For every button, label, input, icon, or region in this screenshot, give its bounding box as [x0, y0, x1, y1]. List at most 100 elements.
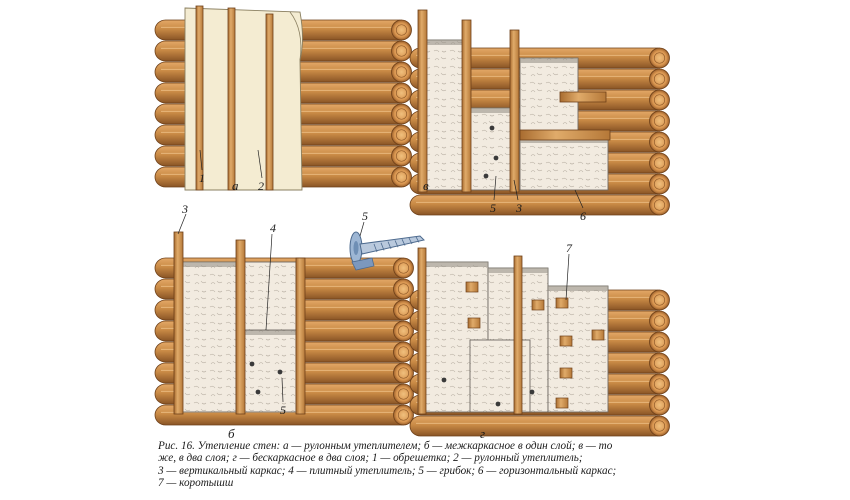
log-end — [649, 173, 670, 195]
stud — [513, 255, 523, 415]
label-1: 1 — [199, 171, 205, 185]
log-end — [393, 278, 414, 300]
log-end — [649, 152, 670, 174]
log-ring — [653, 399, 666, 411]
short-block — [465, 281, 479, 293]
log-end — [393, 320, 414, 342]
caption-line-1: Рис. 16. Утепление стен: а — рулонным ут… — [158, 440, 613, 452]
dowel-thread — [380, 242, 385, 251]
log-end — [391, 166, 412, 188]
leader-line — [281, 377, 284, 403]
log-ring — [397, 304, 410, 316]
log-ring — [653, 52, 666, 64]
log-ring — [653, 420, 666, 432]
dowel-head — [483, 173, 489, 179]
panel-v-two-layer-frame — [409, 9, 670, 216]
log-ring — [395, 24, 408, 36]
log-end — [391, 82, 412, 104]
leader-line — [199, 149, 203, 171]
board-top-edge — [548, 286, 608, 291]
label-panel-v: в — [423, 178, 429, 193]
log — [409, 415, 669, 437]
horizontal-frame — [519, 129, 611, 141]
log-ring — [653, 315, 666, 327]
stud — [235, 239, 246, 415]
dowel-head — [255, 389, 261, 395]
leader-lines — [177, 149, 584, 403]
log-end — [649, 331, 670, 353]
log-end — [649, 110, 670, 132]
roll-curl — [289, 11, 302, 61]
log-ring — [395, 129, 408, 141]
dowel-head — [529, 389, 535, 395]
label-panel-g: г — [480, 426, 486, 441]
label-3-b: 3 — [182, 202, 188, 216]
stud — [461, 19, 472, 193]
short-block — [555, 397, 569, 409]
short-block — [591, 329, 605, 341]
board-top-edge — [240, 330, 296, 335]
label-panel-a: а — [232, 178, 239, 193]
board-top-edge — [418, 40, 470, 45]
label-5-v: 5 — [490, 201, 496, 215]
label-4-b: 4 — [270, 221, 276, 235]
leader-line — [513, 179, 519, 201]
log-ring — [395, 45, 408, 57]
panel-b-single-layer-frame — [154, 231, 414, 426]
dowel-head — [249, 361, 255, 367]
short-block — [531, 299, 545, 311]
dowel-head — [495, 401, 501, 407]
log-end — [649, 415, 670, 437]
short-block — [559, 367, 573, 379]
dowel-thread — [387, 241, 392, 249]
dowel-cap-center — [353, 241, 359, 255]
caption-line-2: же, в два слоя; г — бескаркасное в два с… — [158, 452, 583, 465]
label-7-g: 7 — [566, 241, 572, 255]
stud — [227, 7, 236, 191]
dowel-thread — [401, 239, 406, 246]
log-ring — [653, 357, 666, 369]
log-ring — [397, 409, 410, 421]
label-2: 2 — [258, 179, 264, 193]
dowel-head — [277, 369, 283, 375]
label-3-v: 3 — [516, 201, 522, 215]
log-ring — [397, 367, 410, 379]
stud — [195, 5, 204, 191]
short-block — [559, 335, 573, 347]
log-ring — [397, 283, 410, 295]
board-top-edge — [470, 108, 520, 113]
dowel-head — [489, 125, 495, 131]
log-ring — [397, 346, 410, 358]
insulation-board — [547, 285, 609, 413]
label-5-b: 5 — [280, 403, 286, 417]
board-top-edge — [520, 58, 578, 63]
label-6-v: 6 — [580, 209, 586, 223]
log-ring — [395, 150, 408, 162]
leader-line — [359, 221, 365, 237]
leader-line — [574, 189, 584, 209]
mushroom-dowel-fastener — [349, 231, 425, 271]
stud — [295, 257, 306, 415]
log-ring — [653, 157, 666, 169]
stud — [417, 9, 428, 193]
dowel-head — [441, 377, 447, 383]
log-end — [649, 289, 670, 311]
dowel-thread — [394, 240, 399, 248]
log-ring — [653, 136, 666, 148]
insulation-board — [239, 329, 297, 413]
log-end — [391, 124, 412, 146]
log-ring — [397, 325, 410, 337]
log-ring — [395, 66, 408, 78]
leader-line — [265, 233, 273, 331]
log-ring — [653, 73, 666, 85]
log-end — [649, 394, 670, 416]
log-ring — [653, 378, 666, 390]
dowel-shank — [359, 235, 425, 255]
stud — [265, 13, 274, 191]
short-block — [467, 317, 481, 329]
leader-line — [177, 213, 187, 235]
log-end — [393, 404, 414, 426]
log-ring — [395, 171, 408, 183]
log-ring — [653, 115, 666, 127]
